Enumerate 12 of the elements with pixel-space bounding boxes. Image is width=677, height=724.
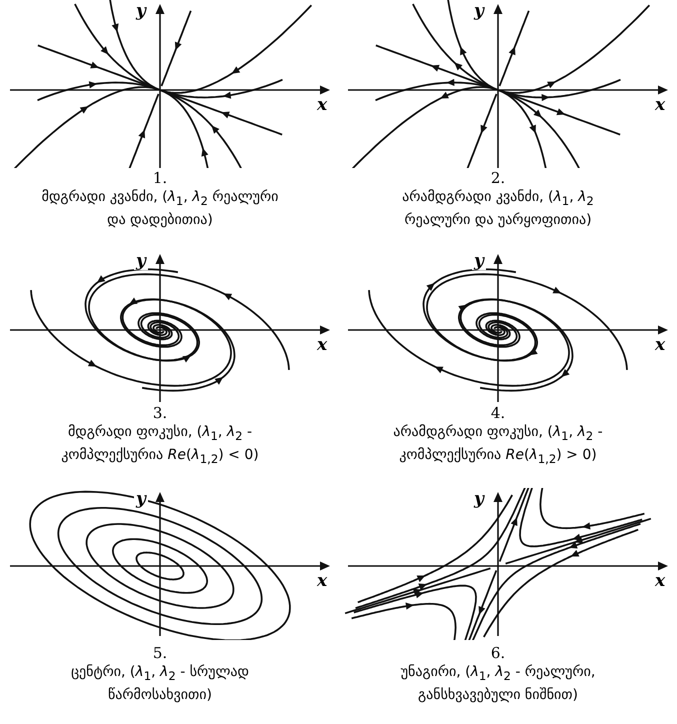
caption-text: ცენტრი, (λ$_{1}$, λ$_{2}$ - სრულად წარმოსახვითი): [70, 663, 250, 705]
caption-text: მდგრადი ფოკუსი, (λ$_{1}$, λ$_{2}$ - კომპლექსურია Re(λ$_{1,2}$) < 0): [60, 423, 260, 468]
panel-number: 4.: [490, 405, 506, 422]
panel-number: 3.: [152, 405, 168, 422]
panel-number: 5.: [152, 645, 168, 662]
panel-number: 2.: [490, 170, 506, 187]
caption-text: არამდგრადი ფოკუსი, (λ$_{1}$, λ$_{2}$ - კომპლექსურია Re(λ$_{1,2}$) > 0): [392, 423, 604, 468]
caption-text: არამდგრადი კვანძი, (λ$_{1}$, λ$_{2}$ რეალური და უარყოფითია): [401, 188, 595, 230]
caption-text: უნაგირი, (λ$_{1}$, λ$_{2}$ - რეალური, განსხვავებული ნიშნით): [400, 663, 596, 705]
caption-text: მდგრადი კვანძი, (λ$_{1}$, λ$_{2}$ რეალური და დადებითია): [40, 188, 280, 230]
panel-number: 6.: [490, 645, 506, 662]
panel-number: 1.: [152, 170, 168, 187]
